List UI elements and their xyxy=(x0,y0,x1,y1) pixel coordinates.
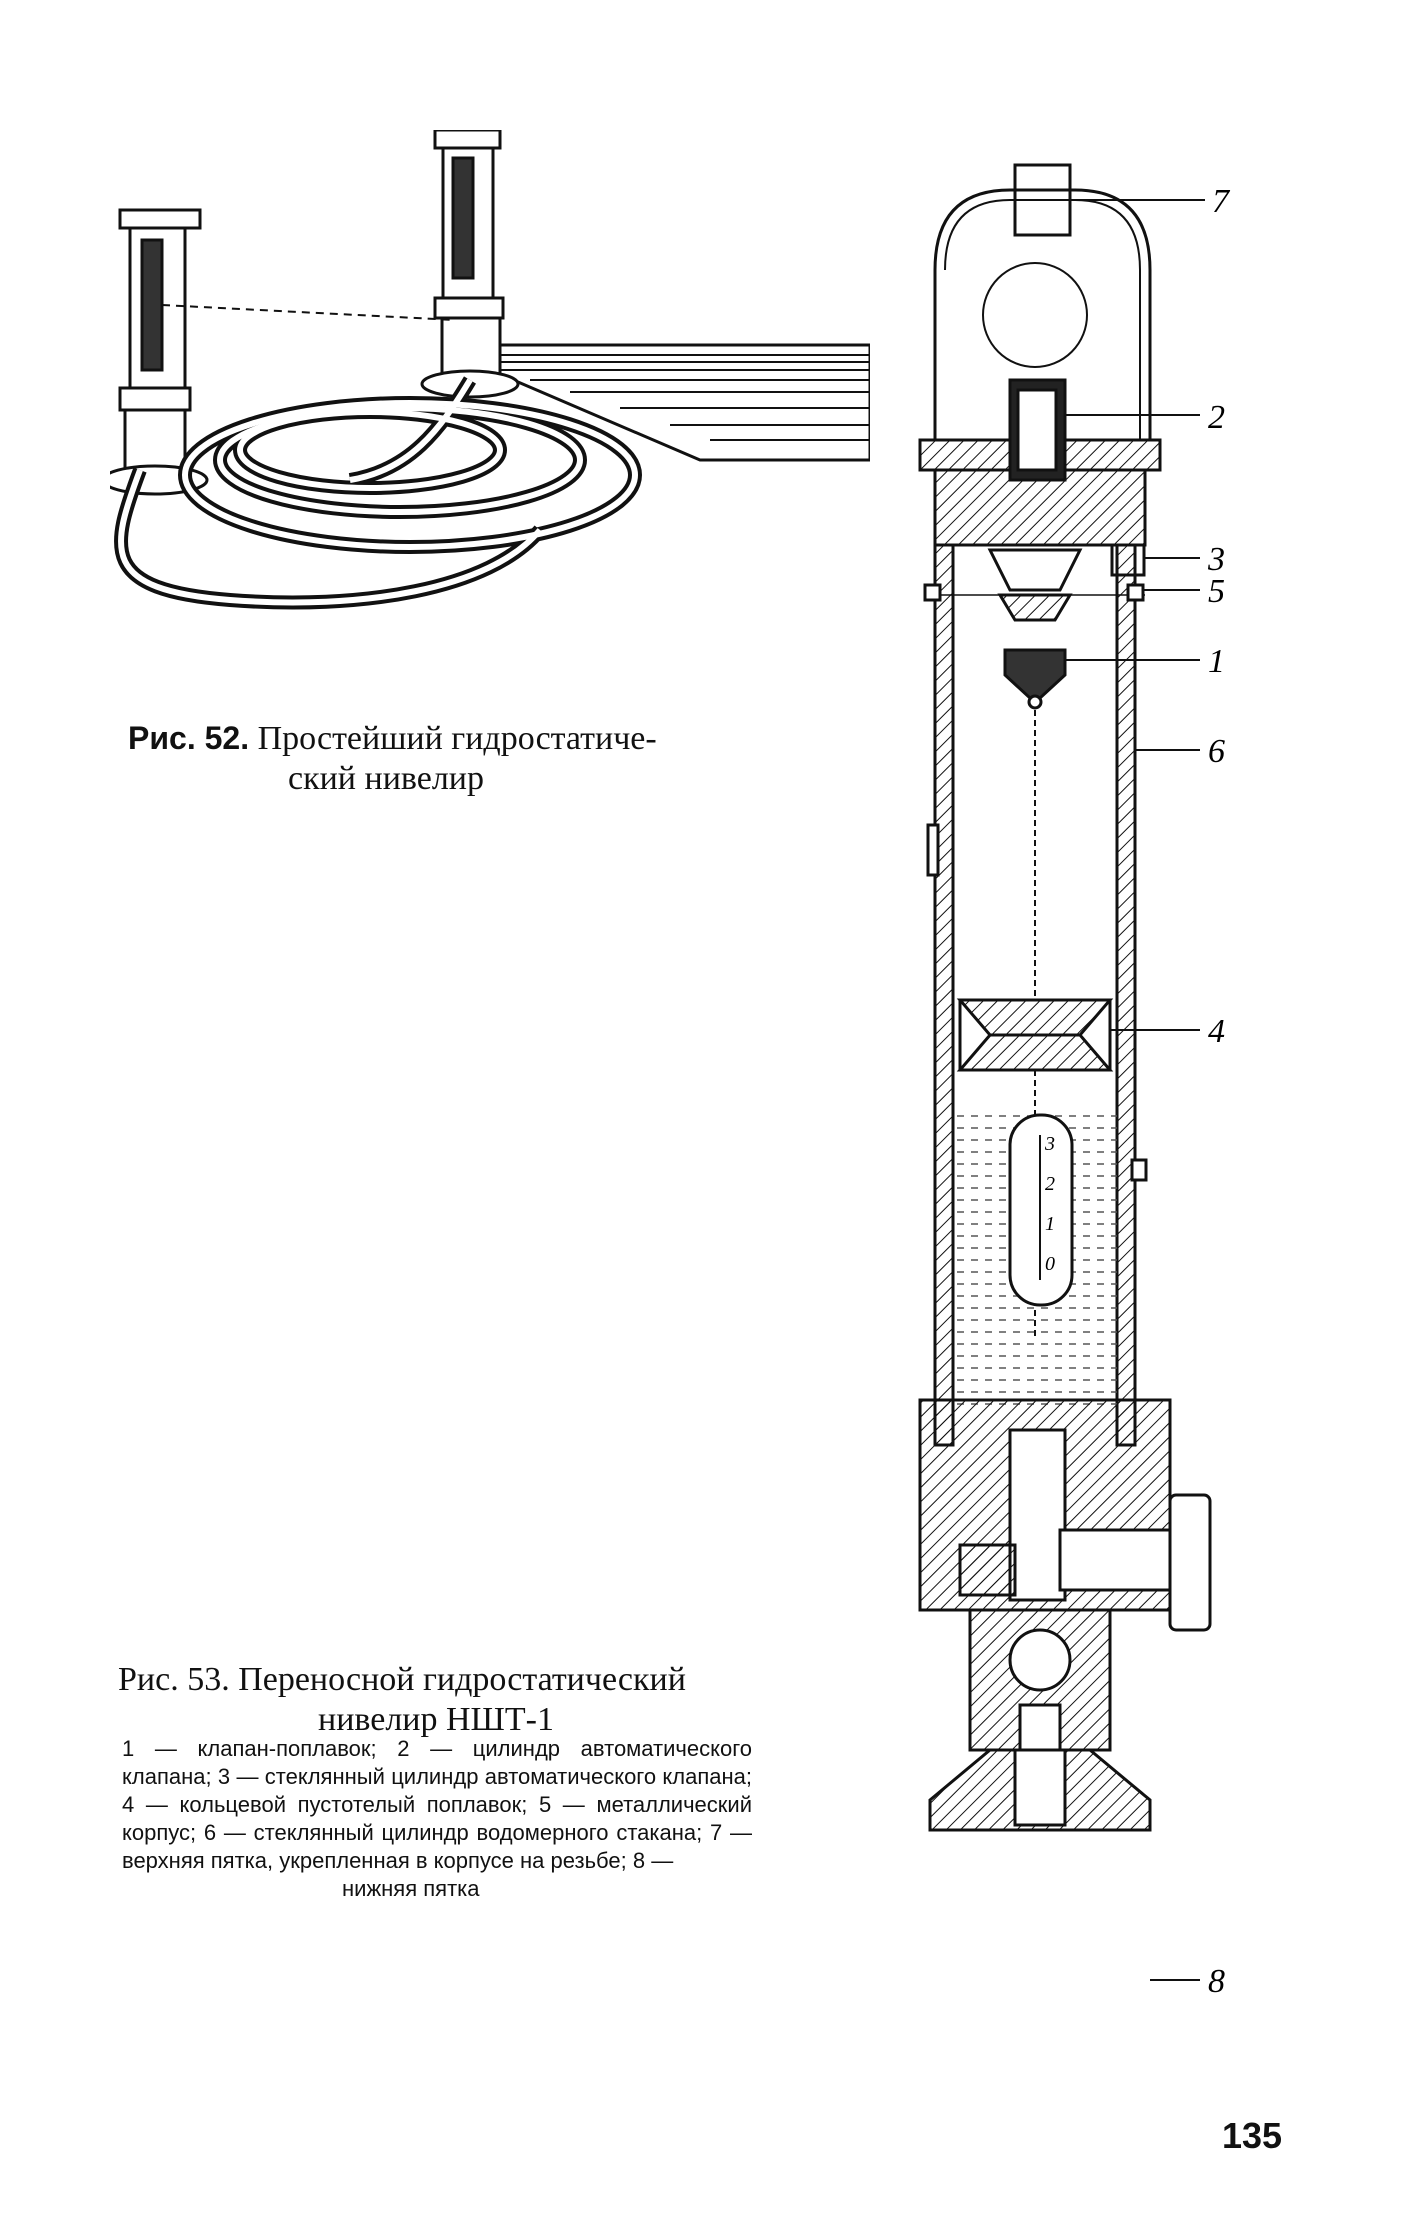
callout-leaders xyxy=(1065,199,1205,1981)
scale-mark-0: 0 xyxy=(1045,1253,1055,1275)
gauge-window xyxy=(1008,1113,1074,1307)
figure-53-caption: Рис. 53. Переносной гидростатический нив… xyxy=(118,1660,758,1740)
scale-mark-1: 1 xyxy=(1045,1213,1055,1235)
callout-4: 4 xyxy=(1208,1013,1225,1050)
callout-7: 7 xyxy=(1212,183,1231,220)
left-vessel xyxy=(101,208,209,496)
gauge-scale: 3 2 1 0 xyxy=(1044,1133,1055,1275)
callout-5: 5 xyxy=(1208,573,1225,610)
scale-mark-3: 3 xyxy=(1044,1133,1055,1155)
callout-1: 1 xyxy=(1208,643,1225,680)
figure-52-caption: Рис. 52. Простейший гидростатиче- ский н… xyxy=(128,718,778,799)
scale-mark-2: 2 xyxy=(1045,1173,1055,1195)
figure-53-caption-line2: нивелир НШТ-1 xyxy=(318,1701,554,1738)
figure-53-caption-line1: Рис. 53. Переносной гидростатический xyxy=(118,1661,686,1698)
ring-float xyxy=(956,998,1114,1072)
figure-53-legend-last: нижняя пятка xyxy=(342,1876,480,1901)
callout-8: 8 xyxy=(1208,1963,1225,2000)
callout-2: 2 xyxy=(1208,399,1225,436)
hose xyxy=(113,376,642,610)
figure-52-illustration xyxy=(101,128,872,650)
callout-6: 6 xyxy=(1208,733,1225,770)
figure-52-caption-line2: ский нивелир xyxy=(288,760,484,797)
callout-3: 3 xyxy=(1207,541,1225,578)
level-line xyxy=(161,304,456,321)
table-board xyxy=(477,343,872,462)
figure-52-label: Рис. 52. xyxy=(128,720,250,756)
valve-block xyxy=(918,378,1162,622)
lower-block xyxy=(918,1398,1212,1832)
figure-53-legend: 1 — клапан-поплавок; 2 — цилиндр автомат… xyxy=(122,1735,752,1903)
figure-53-legend-text: 1 — клапан-поплавок; 2 — цилиндр автомат… xyxy=(122,1736,752,1873)
page-number: 135 xyxy=(1222,2115,1283,2156)
right-vessel xyxy=(420,128,520,399)
figure-52-caption-line1: Простейший гидростатиче- xyxy=(257,720,657,757)
figure-53-illustration: 3 2 1 0 xyxy=(900,150,1270,2010)
